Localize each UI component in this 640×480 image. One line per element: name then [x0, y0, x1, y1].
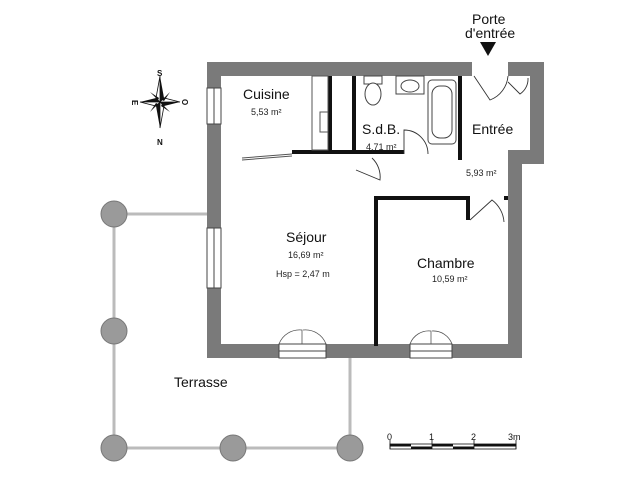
chambre-area: 10,59 m² [432, 274, 468, 284]
window-swings [278, 329, 453, 345]
scale-bar [389, 440, 517, 450]
terrace-post [100, 434, 128, 462]
door-sejour [355, 157, 381, 181]
scale-tick-3: 3m [508, 432, 521, 442]
compass-s: S [157, 69, 163, 78]
terrace-post [100, 317, 128, 345]
interior-walls [292, 76, 508, 346]
terrace-posts [100, 200, 364, 462]
compass-e: E [130, 100, 139, 106]
door-entrance [473, 75, 509, 101]
bathroom-fixtures [363, 75, 457, 145]
terrasse-label: Terrasse [174, 374, 228, 390]
door-closet [507, 77, 529, 95]
outer-walls [207, 62, 544, 358]
doors [355, 75, 529, 223]
terrace-post [100, 200, 128, 228]
compass-o: O [180, 99, 189, 105]
sdb-area: 4,71 m² [366, 142, 397, 152]
sejour-height: Hsp = 2,47 m [276, 269, 330, 279]
entrance-label-line2: d'entrée [465, 25, 515, 41]
scale-tick-2: 2 [471, 432, 476, 442]
sejour-label: Séjour [286, 229, 327, 245]
cuisine-area: 5,53 m² [251, 107, 282, 117]
windows [206, 87, 453, 359]
scale-tick-0: 0 [387, 432, 392, 442]
entrance-arrow-icon [480, 42, 496, 56]
door-chambre [469, 199, 505, 223]
door-bathroom [403, 129, 429, 155]
sejour-area: 16,69 m² [288, 250, 324, 260]
sdb-label: S.d.B. [362, 121, 400, 137]
compass-rose-icon [139, 75, 181, 129]
kitchen-counters [241, 75, 329, 161]
cuisine-label: Cuisine [243, 86, 290, 102]
scale-tick-1: 1 [429, 432, 434, 442]
entree-label: Entrée [472, 121, 513, 137]
entrance-label-line1: Porte [472, 11, 506, 27]
terrace-post [336, 434, 364, 462]
toilet-bowl [364, 82, 382, 106]
compass-n: N [157, 138, 163, 147]
terrace-post [219, 434, 247, 462]
chambre-label: Chambre [417, 255, 475, 271]
entree-area: 5,93 m² [466, 168, 497, 178]
